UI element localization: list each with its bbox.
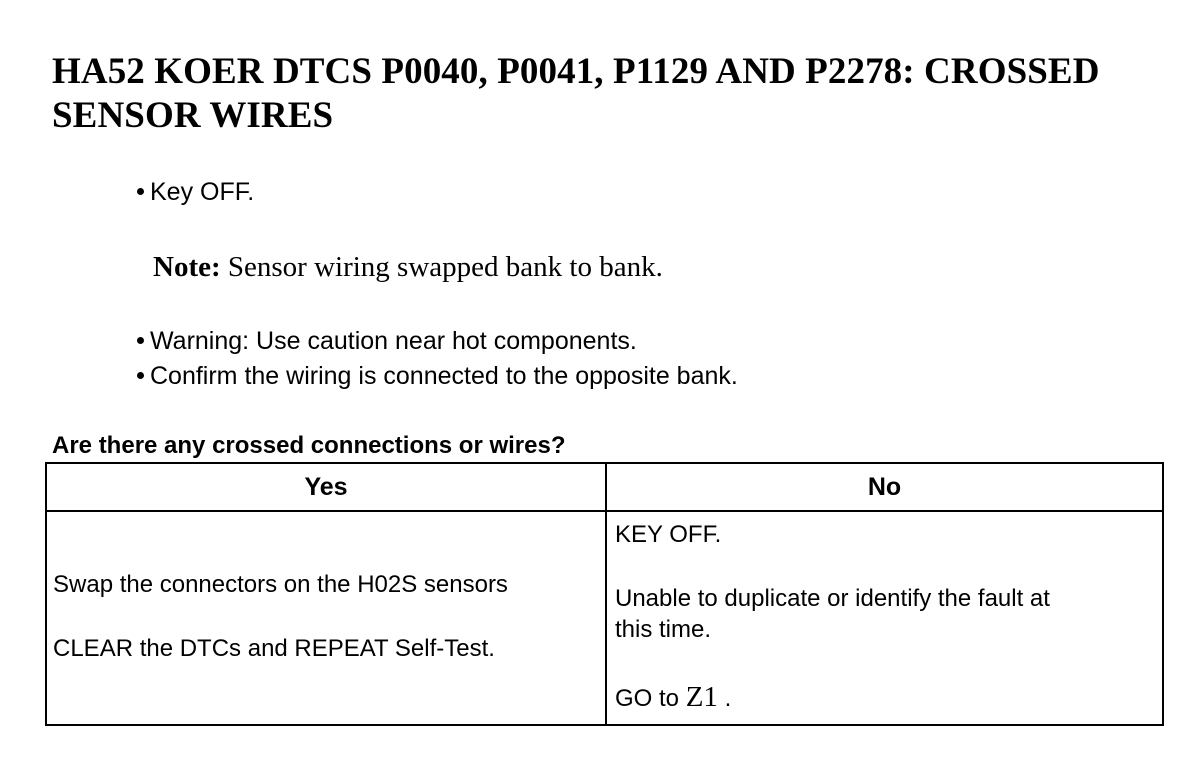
decision-table: Yes No Swap the connectors on the H02S s…: [45, 462, 1164, 726]
question: Are there any crossed connections or wir…: [52, 432, 566, 459]
step-key-off: Key OFF.: [137, 177, 254, 207]
table-row: Swap the connectors on the H02S sensors …: [45, 510, 1164, 726]
no-key-off: KEY OFF.: [615, 521, 722, 548]
no-goto: GO to Z1 .: [615, 682, 731, 714]
goto-prefix: GO to: [615, 685, 686, 712]
goto-suffix: .: [717, 685, 732, 712]
bullet-icon: [137, 187, 144, 195]
step-text: Key OFF.: [150, 178, 255, 206]
note-label: Note:: [153, 251, 221, 283]
yes-action-clear: CLEAR the DTCs and REPEAT Self-Test.: [53, 635, 495, 662]
page-title: HA52 KOER DTCS P0040, P0041, P1129 AND P…: [52, 51, 1100, 136]
table-header-row: Yes No: [45, 462, 1164, 512]
yes-action-swap: Swap the connectors on the H02S sensors: [53, 571, 508, 598]
header-no: No: [605, 462, 1164, 512]
no-unable-line1: Unable to duplicate or identify the faul…: [615, 585, 1050, 612]
header-yes: Yes: [45, 462, 607, 512]
note-text: Sensor wiring swapped bank to bank.: [220, 251, 663, 283]
no-unable-line2: this time.: [615, 616, 712, 643]
note: Note: Sensor wiring swapped bank to bank…: [153, 250, 663, 284]
bullet-icon: [137, 371, 144, 379]
no-cell: KEY OFF. Unable to duplicate or identify…: [605, 510, 1164, 726]
step-warning: Warning: Use caution near hot components…: [137, 326, 637, 356]
goto-z1-link[interactable]: Z1: [685, 681, 718, 713]
step-text: Confirm the wiring is connected to the o…: [150, 362, 738, 390]
step-confirm-wiring: Confirm the wiring is connected to the o…: [137, 361, 738, 391]
yes-cell: Swap the connectors on the H02S sensors …: [45, 510, 607, 726]
step-text: Warning: Use caution near hot components…: [150, 327, 637, 355]
bullet-icon: [137, 336, 144, 344]
